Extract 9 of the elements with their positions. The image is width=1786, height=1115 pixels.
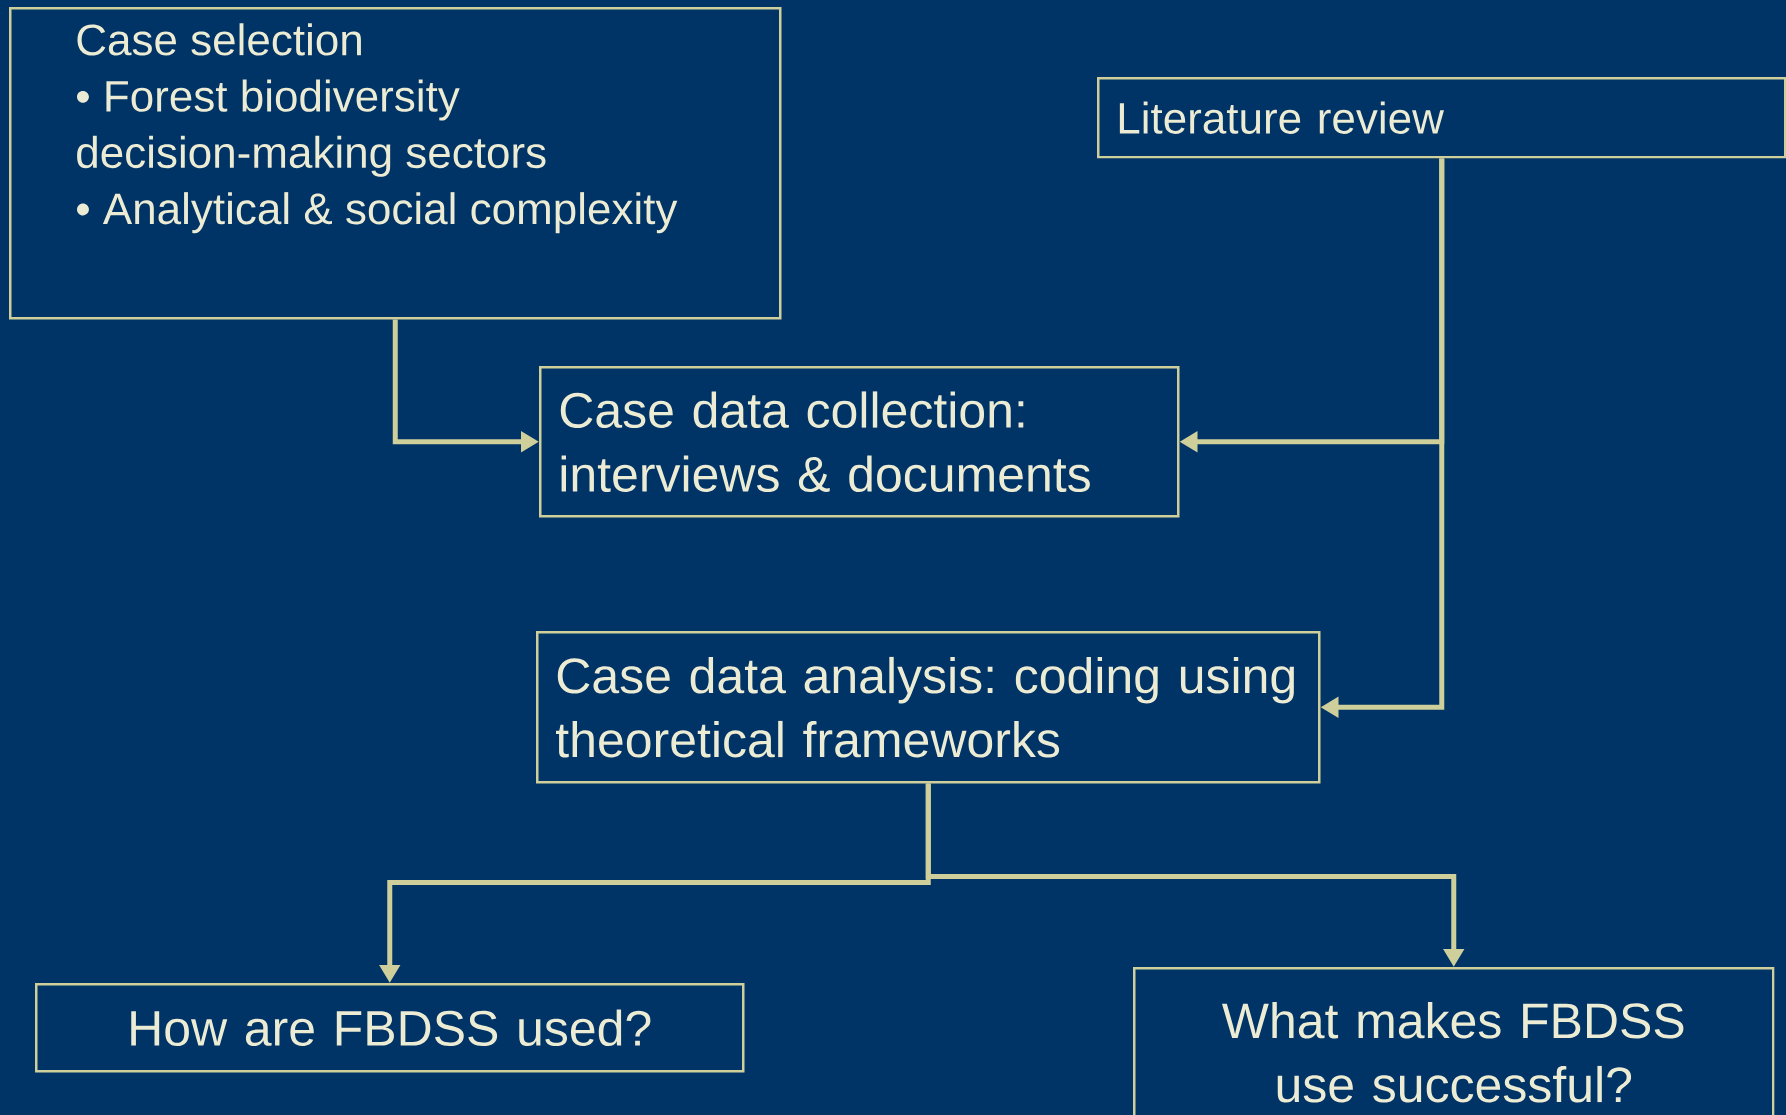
box-heading: Case selection — [77, 23, 361, 56]
process-box: How are FBDSS used? — [35, 983, 745, 1073]
bullet-text: • Forest biodiversity decision-making sectors — [77, 79, 546, 177]
bullet-text: • Analytical & social complexity — [77, 192, 678, 234]
process-box: Case data analysis: coding using theoretical frameworks — [536, 631, 1321, 784]
process-box: Literature review — [1097, 77, 1786, 159]
process-box: Case data collection: interviews & documents — [539, 366, 1180, 518]
process-box: What makes FBDSS use successful? — [1133, 967, 1775, 1115]
process-box — [9, 7, 782, 320]
